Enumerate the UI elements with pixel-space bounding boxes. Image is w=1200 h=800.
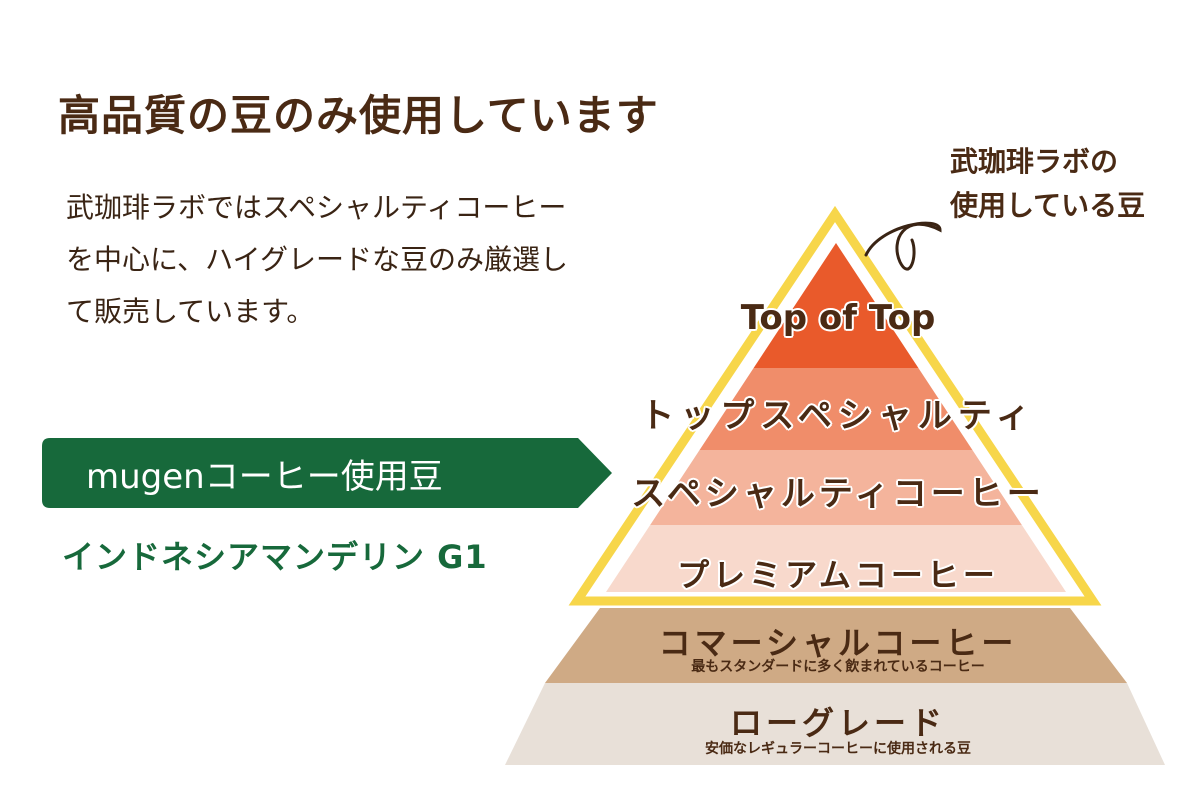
bean-name: インドネシアマンデリン G1: [62, 538, 488, 576]
description-line: て販売しています。: [66, 295, 315, 328]
callout-label: 武珈琲ラボの 使用している豆: [950, 140, 1145, 228]
tier-label-top-specialty: トップスペシャルティ: [640, 396, 1036, 436]
tier-sub-commercial: 最もスタンダードに多く飲まれているコーヒー: [691, 659, 985, 675]
tier-label-premium: プレミアムコーヒー: [677, 556, 999, 594]
tier-label-top-of-top: Top of Top: [740, 298, 936, 338]
page-title: 高品質の豆のみ使用しています: [58, 91, 659, 140]
tier-label-low-grade: ローグレード: [729, 704, 947, 742]
tier-commercial: [545, 608, 1127, 683]
tier-label-commercial: コマーシャルコーヒー: [658, 624, 1018, 662]
used-beans-banner: mugenコーヒー使用豆: [42, 438, 612, 508]
description: 武珈琲ラボではスペシャルティコーヒー を中心に、ハイグレードな豆のみ厳選し て販…: [66, 182, 686, 338]
callout-line: 武珈琲ラボの: [950, 145, 1119, 178]
tier-sub-low-grade: 安価なレギュラーコーヒーに使用される豆: [705, 741, 971, 757]
callout-line: 使用している豆: [950, 189, 1146, 222]
callout-curl-pointer: [864, 221, 942, 271]
description-line: を中心に、ハイグレードな豆のみ厳選し: [66, 243, 569, 276]
tier-premium: [606, 525, 1066, 592]
arrow-banner-shape: [42, 438, 612, 508]
tier-label-specialty: スペシャルティコーヒー: [631, 474, 1045, 514]
banner-label: mugenコーヒー使用豆: [86, 457, 443, 497]
tier-low-grade: [505, 683, 1165, 765]
highlight-triangle-outline: [568, 205, 1102, 606]
description-line: 武珈琲ラボではスペシャルティコーヒー: [66, 191, 567, 224]
